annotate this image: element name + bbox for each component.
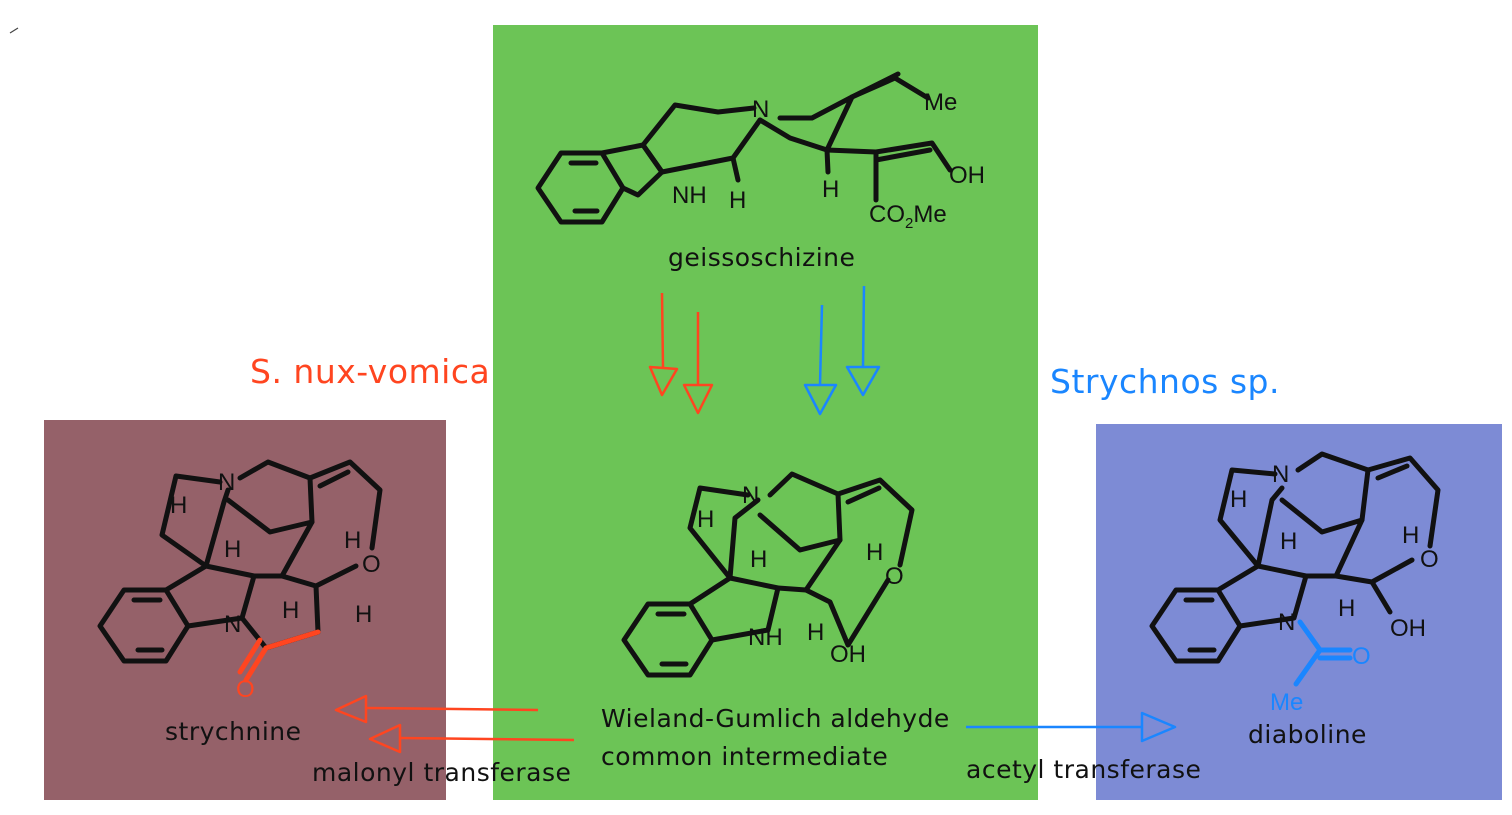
arrow-left-red-icon <box>368 723 402 754</box>
atom-label: H <box>1230 486 1247 513</box>
acetyl-transferase-label: acetyl transferase <box>966 755 1202 784</box>
red-down-arrows <box>648 292 714 415</box>
species-right-label: Strychnos sp. <box>1050 362 1280 401</box>
atom-label: H <box>822 176 839 203</box>
atom-label: CO2Me <box>869 201 947 232</box>
atom-label: O <box>1420 546 1439 573</box>
arrow-right-blue-icon <box>1140 711 1177 743</box>
atom-label: N <box>1272 461 1289 488</box>
atom-label: N <box>742 482 759 509</box>
atom-label: H <box>729 187 746 214</box>
diaboline-structure: N H H H O N H OH O Me <box>1149 451 1441 716</box>
arrow-down-red-icon <box>648 365 679 397</box>
atom-label: H <box>750 546 767 573</box>
geissoschizine-label: geissoschizine <box>668 243 856 272</box>
atom-label: H <box>224 536 241 563</box>
atom-label: H <box>1402 522 1419 549</box>
arrow-left-red-icon <box>365 706 539 712</box>
atom-label: H <box>344 527 361 554</box>
atom-label: Me <box>924 89 957 116</box>
strychnine-label: strychnine <box>165 717 302 746</box>
atom-label: NH <box>748 624 783 651</box>
wieland-gumlich-structure: N H H H O NH H OH <box>621 471 915 678</box>
stray-mark <box>9 27 19 34</box>
arrow-left-red-icon <box>399 736 575 742</box>
species-left-label: S. nux-vomica <box>250 352 491 391</box>
arrow-down-blue-icon <box>845 365 881 397</box>
atom-label: O <box>885 563 904 590</box>
geissoschizine-structure: N NH H H Me OH CO2Me <box>535 71 985 232</box>
atom-label: O <box>1352 643 1371 670</box>
arrow-down-red-icon <box>682 383 714 415</box>
atom-label: N <box>218 469 235 496</box>
atom-label: OH <box>1390 615 1426 642</box>
red-left-arrows <box>334 694 575 754</box>
atom-label: H <box>1280 528 1297 555</box>
intermediate-label-line2: common intermediate <box>601 742 889 771</box>
atom-label: O <box>362 551 381 578</box>
atom-label: OH <box>830 641 866 668</box>
atom-label: N <box>752 96 769 123</box>
strychnine-structure: N H H H O N H H O <box>97 459 383 703</box>
atom-label: Me <box>1270 689 1303 716</box>
atom-label: OH <box>949 162 985 189</box>
atom-label: H <box>170 492 187 519</box>
atom-label: H <box>1338 595 1355 622</box>
atom-label: H <box>697 506 714 533</box>
arrow-down-red-icon <box>660 292 665 368</box>
arrow-left-red-icon <box>334 694 368 724</box>
blue-right-arrow <box>966 711 1177 743</box>
atom-label: H <box>866 539 883 566</box>
atom-label: H <box>807 619 824 646</box>
arrow-down-blue-icon <box>861 285 866 368</box>
atom-label: O <box>236 676 255 703</box>
atom-label: NH <box>672 182 707 209</box>
arrow-down-blue-icon <box>818 304 824 386</box>
blue-down-arrows <box>803 285 881 416</box>
atom-label: H <box>355 601 372 628</box>
diaboline-label: diaboline <box>1248 720 1367 749</box>
intermediate-label-line1: Wieland-Gumlich aldehyde <box>601 704 950 733</box>
atom-label: N <box>1278 609 1295 636</box>
malonyl-transferase-label: malonyl transferase <box>312 758 572 787</box>
arrow-down-blue-icon <box>803 383 838 416</box>
atom-label: H <box>282 597 299 624</box>
atom-label: N <box>224 611 241 638</box>
